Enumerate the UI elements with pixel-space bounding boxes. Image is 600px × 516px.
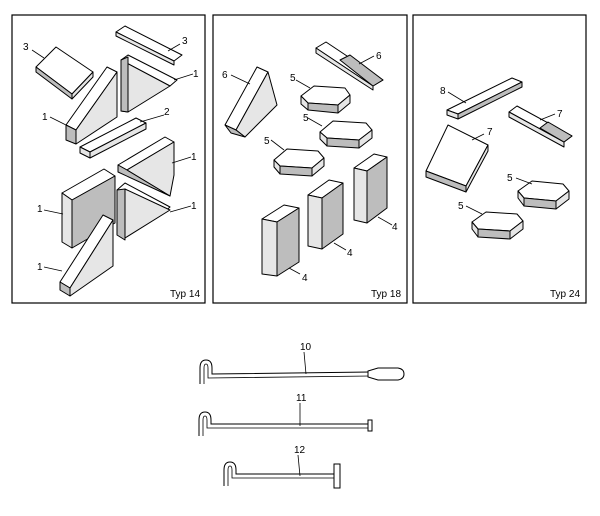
panel-typ-24: 8 7 7 5 5 Typ 24 bbox=[412, 14, 587, 304]
callout-8: 8 bbox=[440, 86, 446, 97]
brick-part-7-tile bbox=[425, 124, 489, 193]
brick-part-1-slab-a bbox=[61, 168, 116, 249]
callout-7: 7 bbox=[487, 127, 493, 138]
panel-typ-14: 3 3 1 1 2 1 1 1 1 Typ 14 bbox=[11, 14, 206, 304]
callout-7: 7 bbox=[557, 109, 563, 120]
callout-4: 4 bbox=[392, 222, 398, 233]
brick-part-1-prism-c bbox=[116, 182, 171, 241]
type-label: Typ 18 bbox=[371, 289, 401, 300]
panel-typ-18: 6 6 5 5 5 4 4 4 Typ 18 bbox=[212, 14, 408, 304]
callout-4: 4 bbox=[302, 273, 308, 284]
brick-part-4-slab-a bbox=[261, 204, 300, 277]
callout-10: 10 bbox=[300, 342, 312, 353]
brick-part-5-hex-a bbox=[300, 85, 351, 114]
brick-part-6-slab bbox=[224, 66, 278, 138]
callout-1: 1 bbox=[37, 262, 43, 273]
callout-11: 11 bbox=[296, 393, 307, 404]
brick-part-7-bar bbox=[508, 105, 573, 148]
callout-12: 12 bbox=[294, 445, 306, 456]
brick-part-3-strip bbox=[115, 25, 183, 66]
brick-part-1-prism-a bbox=[120, 54, 178, 113]
brick-part-5-hex-e bbox=[471, 211, 524, 240]
brick-part-1-prism-b bbox=[117, 136, 175, 197]
callout-5: 5 bbox=[303, 113, 309, 124]
callout-3: 3 bbox=[182, 36, 188, 47]
callout-1: 1 bbox=[191, 152, 197, 163]
callout-5: 5 bbox=[264, 136, 270, 147]
callout-6: 6 bbox=[222, 70, 228, 81]
brick-part-5-hex-b bbox=[319, 120, 373, 149]
brick-part-3-tile bbox=[35, 46, 94, 100]
callout-1: 1 bbox=[42, 112, 48, 123]
callout-3: 3 bbox=[23, 42, 29, 53]
brick-part-4-slab-b bbox=[307, 179, 344, 250]
callout-5: 5 bbox=[458, 201, 464, 212]
tool-11-poker: 11 bbox=[198, 393, 373, 436]
type-label: Typ 24 bbox=[550, 289, 580, 300]
callout-1: 1 bbox=[193, 69, 199, 80]
tool-12-rake: 12 bbox=[223, 445, 341, 489]
brick-part-6-bar bbox=[315, 41, 384, 91]
brick-part-8-bar bbox=[446, 77, 523, 120]
callout-4: 4 bbox=[347, 248, 353, 259]
brick-part-4-slab-c bbox=[353, 153, 388, 224]
brick-part-5-hex-d bbox=[517, 180, 570, 210]
tool-10-poker-with-handle: 10 bbox=[199, 342, 405, 384]
callout-1: 1 bbox=[191, 201, 197, 212]
brick-part-5-hex-c bbox=[273, 148, 325, 177]
brick-part-1-wedge-a bbox=[65, 66, 118, 145]
callout-5: 5 bbox=[507, 173, 513, 184]
type-label: Typ 14 bbox=[170, 289, 200, 300]
callout-6: 6 bbox=[376, 51, 382, 62]
brick-part-1-wedge-b bbox=[59, 214, 114, 297]
callout-5: 5 bbox=[290, 73, 296, 84]
brick-part-2-bar bbox=[79, 117, 147, 159]
callout-2: 2 bbox=[164, 107, 170, 118]
callout-1: 1 bbox=[37, 204, 43, 215]
